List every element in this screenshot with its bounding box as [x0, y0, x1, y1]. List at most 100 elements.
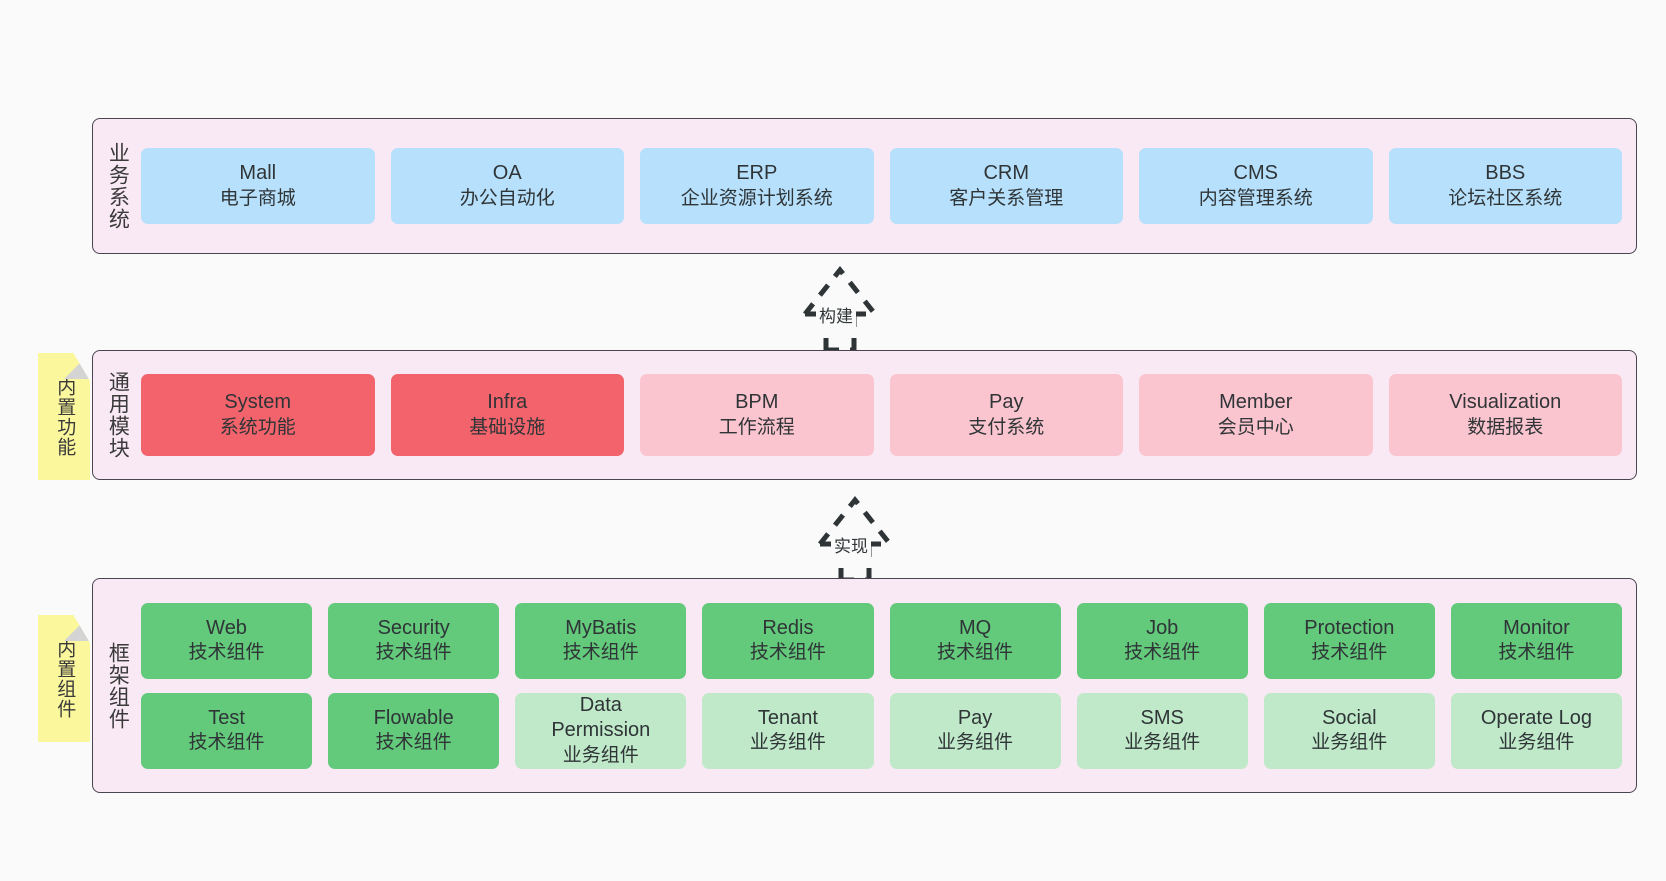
card-title: BPM	[735, 391, 779, 414]
card-flowable[interactable]: Flowable 技术组件	[328, 692, 500, 769]
card-title: OA	[492, 162, 522, 185]
card-subtitle: 技术组件	[1124, 642, 1201, 664]
card-title: SMS	[1140, 706, 1184, 729]
card-cms[interactable]: CMS 内容管理系统	[1139, 148, 1373, 224]
card-tenant[interactable]: Tenant 业务组件	[702, 692, 874, 769]
card-pay-module[interactable]: Pay 支付系统	[889, 374, 1123, 456]
card-subtitle: 电子商城	[219, 187, 296, 209]
card-subtitle: 办公自动化	[459, 187, 555, 209]
card-title: Flowable	[373, 706, 454, 729]
card-title: Pay	[989, 391, 1024, 414]
layer-framework-components: 框架组件 Web 技术组件 Security 技术组件 MyBatis 技术组件…	[92, 578, 1637, 793]
card-title: MyBatis	[565, 616, 637, 639]
card-operate-log[interactable]: Operate Log 业务组件	[1450, 692, 1622, 769]
card-title: BBS	[1485, 162, 1526, 185]
card-bpm[interactable]: BPM 工作流程	[640, 374, 874, 456]
card-subtitle: 技术组件	[1311, 642, 1388, 664]
card-subtitle: 支付系统	[968, 416, 1045, 438]
note-label: 内置组件	[54, 638, 76, 719]
card-oa[interactable]: OA 办公自动化	[390, 148, 624, 224]
card-system[interactable]: System 系统功能	[141, 374, 375, 456]
card-title: Infra	[487, 391, 528, 414]
card-subtitle: 内容管理系统	[1198, 187, 1313, 209]
card-title: Test	[208, 706, 245, 729]
arrow-label-implement: 实现	[831, 532, 871, 557]
layer-body-modules: System 系统功能 Infra 基础设施 BPM 工作流程 Pay 支付系统…	[141, 351, 1636, 479]
card-subtitle: 业务组件	[1498, 732, 1575, 754]
card-monitor[interactable]: Monitor 技术组件	[1450, 602, 1622, 679]
card-subtitle: 客户关系管理	[949, 187, 1064, 209]
card-title: Member	[1219, 391, 1293, 414]
card-data-permission[interactable]: Data Permission 业务组件	[515, 692, 687, 769]
card-title: Web	[206, 616, 247, 639]
card-social[interactable]: Social 业务组件	[1263, 692, 1435, 769]
layer-title-framework: 框架组件	[106, 641, 130, 730]
framework-card-row-tech: Web 技术组件 Security 技术组件 MyBatis 技术组件 Redi…	[141, 602, 1622, 679]
card-mq[interactable]: MQ 技术组件	[889, 602, 1061, 679]
card-subtitle: 技术组件	[375, 642, 452, 664]
card-member[interactable]: Member 会员中心	[1139, 374, 1373, 456]
layer-body-framework: Web 技术组件 Security 技术组件 MyBatis 技术组件 Redi…	[141, 579, 1636, 792]
card-title: Mall	[239, 162, 277, 185]
card-subtitle: 技术组件	[375, 732, 452, 754]
card-title: Social	[1322, 706, 1377, 729]
card-crm[interactable]: CRM 客户关系管理	[889, 148, 1123, 224]
card-redis[interactable]: Redis 技术组件	[702, 602, 874, 679]
card-subtitle: 技术组件	[562, 642, 639, 664]
card-subtitle: 企业资源计划系统	[680, 187, 833, 209]
card-erp[interactable]: ERP 企业资源计划系统	[640, 148, 874, 224]
card-security[interactable]: Security 技术组件	[328, 602, 500, 679]
card-subtitle: 技术组件	[188, 732, 265, 754]
card-subtitle: 技术组件	[188, 642, 265, 664]
modules-card-row: System 系统功能 Infra 基础设施 BPM 工作流程 Pay 支付系统…	[141, 374, 1622, 456]
note-builtin-functions: 内置功能	[38, 353, 90, 480]
card-subtitle: 业务组件	[937, 732, 1014, 754]
card-bbs[interactable]: BBS 论坛社区系统	[1388, 148, 1622, 224]
card-title: Pay	[957, 706, 993, 729]
card-test[interactable]: Test 技术组件	[141, 692, 313, 769]
card-title: Operate Log	[1480, 706, 1593, 729]
card-subtitle: 技术组件	[1498, 642, 1575, 664]
card-subtitle: 论坛社区系统	[1448, 187, 1563, 209]
card-protection[interactable]: Protection 技术组件	[1263, 602, 1435, 679]
layer-common-modules: 通用模块 System 系统功能 Infra 基础设施 BPM 工作流程 Pay	[92, 350, 1637, 480]
arrowhead-triangle-implement	[818, 495, 892, 546]
card-subtitle: 业务组件	[749, 732, 826, 754]
card-visualization[interactable]: Visualization 数据报表	[1388, 374, 1622, 456]
card-job[interactable]: Job 技术组件	[1076, 602, 1248, 679]
card-subtitle: 数据报表	[1467, 416, 1544, 438]
card-title: Tenant	[757, 706, 818, 729]
card-web[interactable]: Web 技术组件	[141, 602, 313, 679]
card-title: Visualization	[1449, 391, 1562, 414]
framework-card-row-business: Test 技术组件 Flowable 技术组件 Data Permission …	[141, 692, 1622, 769]
card-title: MQ	[958, 616, 992, 639]
card-subtitle: 业务组件	[1311, 732, 1388, 754]
card-title: System	[224, 391, 292, 414]
layer-body-business: Mall 电子商城 OA 办公自动化 ERP 企业资源计划系统 CRM 客户关系…	[141, 119, 1636, 253]
card-subtitle: 工作流程	[718, 416, 795, 438]
note-fold-icon	[64, 615, 90, 641]
card-subtitle: 技术组件	[937, 642, 1014, 664]
card-title: Monitor	[1503, 616, 1570, 639]
business-card-row: Mall 电子商城 OA 办公自动化 ERP 企业资源计划系统 CRM 客户关系…	[141, 148, 1622, 224]
card-subtitle: 会员中心	[1217, 416, 1294, 438]
note-fold-icon	[64, 353, 90, 379]
card-mall[interactable]: Mall 电子商城	[141, 148, 375, 224]
card-subtitle: 业务组件	[1124, 732, 1201, 754]
card-subtitle: 业务组件	[562, 744, 639, 766]
card-subtitle: 技术组件	[749, 642, 826, 664]
card-title: CRM	[983, 162, 1030, 185]
note-label: 内置功能	[54, 376, 76, 457]
layer-title-business: 业务系统	[106, 142, 130, 230]
card-infra[interactable]: Infra 基础设施	[390, 374, 624, 456]
card-title: ERP	[736, 162, 778, 185]
card-mybatis[interactable]: MyBatis 技术组件	[515, 602, 687, 679]
layer-title-modules: 通用模块	[106, 371, 130, 459]
card-sms[interactable]: SMS 业务组件	[1076, 692, 1248, 769]
arrow-label-build: 构建	[816, 302, 856, 327]
card-pay-component[interactable]: Pay 业务组件	[889, 692, 1061, 769]
card-title: Data Permission	[551, 693, 651, 742]
card-subtitle: 系统功能	[219, 416, 296, 438]
card-title: Protection	[1304, 616, 1395, 639]
